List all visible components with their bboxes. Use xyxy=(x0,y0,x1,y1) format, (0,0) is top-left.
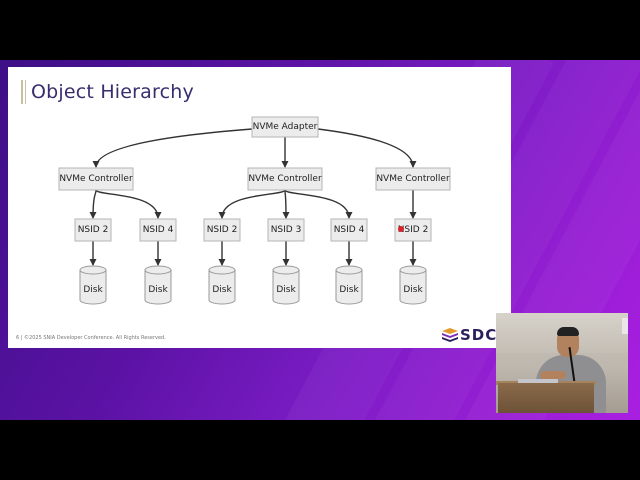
edge-controller-namespace xyxy=(95,189,162,219)
disk-node: Disk xyxy=(272,265,300,305)
laser-pointer-dot xyxy=(398,226,404,232)
controller-node-box xyxy=(58,167,134,191)
video-screen-edge xyxy=(622,318,628,334)
namespace-node-box xyxy=(139,218,177,242)
namespace-node-label: NSID 4 xyxy=(334,225,365,235)
speaker-head xyxy=(557,329,579,357)
disk-body xyxy=(272,269,300,305)
disk-node: Disk xyxy=(144,265,172,305)
namespace-node-label: NSID 4 xyxy=(143,225,174,235)
disk-label: Disk xyxy=(83,285,103,295)
sdc-logo: SDC xyxy=(442,326,497,344)
namespace-node: NSID 2 xyxy=(74,218,112,242)
namespace-node-box xyxy=(74,218,112,242)
disk-body xyxy=(79,269,107,305)
lectern xyxy=(498,383,594,413)
disk-label: Disk xyxy=(212,285,232,295)
edge-controller-namespace xyxy=(282,189,290,219)
disk-top xyxy=(272,265,300,275)
namespace-node-box xyxy=(330,218,368,242)
namespace-node: NSID 4 xyxy=(139,218,177,242)
disk-top xyxy=(335,265,363,275)
namespace-node-label: NSID 2 xyxy=(78,225,109,235)
speaker-arm xyxy=(540,371,566,379)
disk-body xyxy=(335,269,363,305)
disk-top xyxy=(399,265,427,275)
disk-body xyxy=(144,269,172,305)
controller-node-box xyxy=(375,167,451,191)
adapter-node-label: NVMe Adapter xyxy=(253,122,318,132)
disk-label: Disk xyxy=(148,285,168,295)
controller-node-label: NVMe Controller xyxy=(376,174,450,184)
namespace-node-box xyxy=(267,218,305,242)
namespace-node-box xyxy=(203,218,241,242)
controller-node: NVMe Controller xyxy=(247,167,323,191)
disk-label: Disk xyxy=(403,285,423,295)
disk-body xyxy=(208,269,236,305)
namespace-node-label: NSID 2 xyxy=(398,225,429,235)
edge-adapter-controller xyxy=(92,128,253,168)
disk-top xyxy=(208,265,236,275)
slide-footer: 6 | ©2025 SNIA Developer Conference. All… xyxy=(16,335,166,341)
controller-node: NVMe Controller xyxy=(375,167,451,191)
edge-controller-namespace xyxy=(218,189,286,219)
disk-node: Disk xyxy=(335,265,363,305)
disk-body xyxy=(399,269,427,305)
title-accent-bar xyxy=(21,80,23,104)
controller-node-box xyxy=(247,167,323,191)
disk-node: Disk xyxy=(399,265,427,305)
disk-label: Disk xyxy=(276,285,296,295)
sdc-logo-text: SDC xyxy=(460,326,498,344)
disk-top xyxy=(79,265,107,275)
laptop xyxy=(518,379,558,384)
namespace-node: NSID 2 xyxy=(203,218,241,242)
namespace-node-label: NSID 2 xyxy=(207,225,238,235)
edge-controller-namespace xyxy=(284,189,353,219)
namespace-node: NSID 4 xyxy=(330,218,368,242)
disk-node: Disk xyxy=(79,265,107,305)
sdc-logo-icon xyxy=(442,328,458,342)
disk-node: Disk xyxy=(208,265,236,305)
controller-node-label: NVMe Controller xyxy=(59,174,133,184)
controller-node-label: NVMe Controller xyxy=(248,174,322,184)
namespace-node-label: NSID 3 xyxy=(271,225,302,235)
diagram-edges xyxy=(89,128,417,266)
slide-title: Object Hierarchy xyxy=(31,81,194,103)
adapter-node-box xyxy=(251,116,319,138)
title-accent-bar xyxy=(25,80,26,104)
namespace-node: NSID 3 xyxy=(267,218,305,242)
namespace-node: NSID 2 xyxy=(394,218,432,242)
namespace-node-box xyxy=(394,218,432,242)
disk-label: Disk xyxy=(339,285,359,295)
speaker-hair xyxy=(557,327,579,336)
adapter-node: NVMe Adapter xyxy=(251,116,319,138)
edge-adapter-controller xyxy=(317,128,417,168)
edge-controller-namespace xyxy=(89,189,97,219)
speaker-video xyxy=(496,313,628,413)
disk-top xyxy=(144,265,172,275)
controller-node: NVMe Controller xyxy=(58,167,134,191)
